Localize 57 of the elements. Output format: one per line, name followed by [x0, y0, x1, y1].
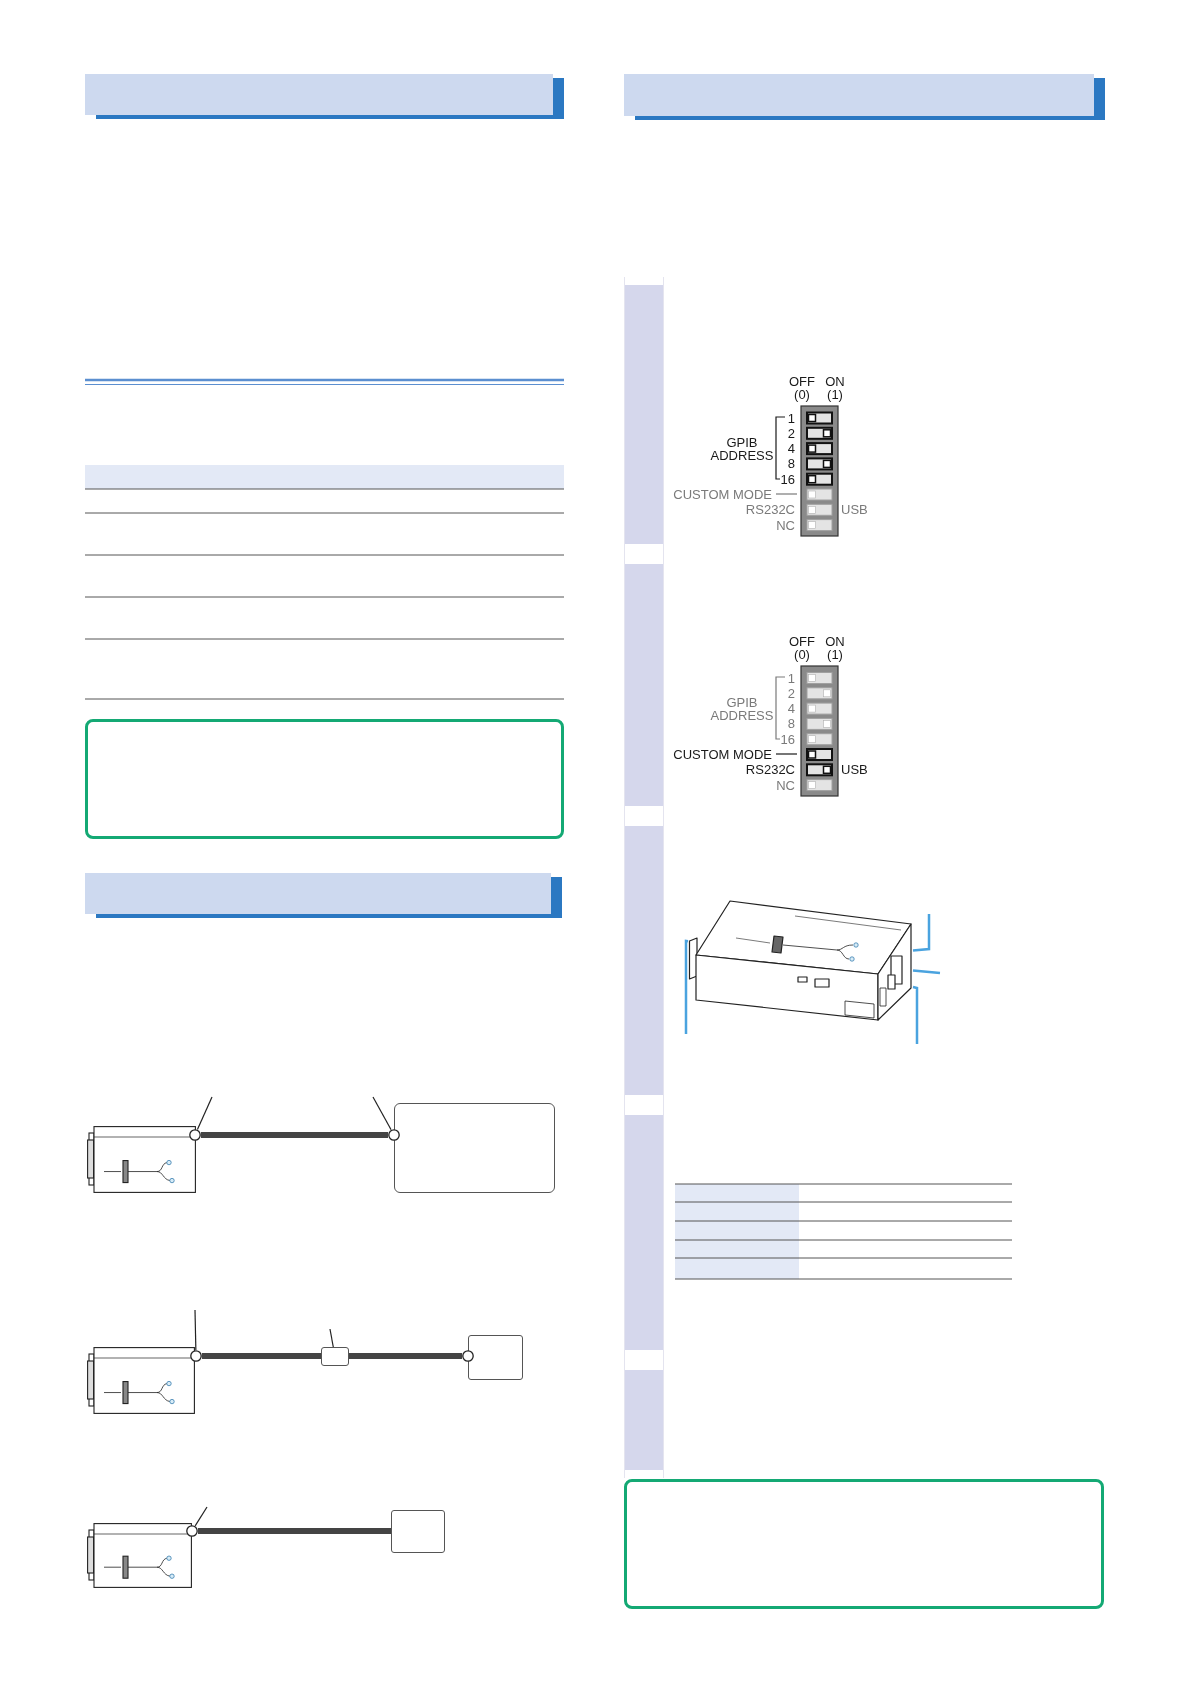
connector-port: [190, 1350, 202, 1362]
adapter-box: [321, 1347, 349, 1366]
leader-line: [912, 985, 919, 1044]
switch-label: CUSTOM MODE: [673, 747, 772, 761]
switch-position-label: ON (1): [824, 634, 846, 661]
device-illustration: [688, 899, 913, 1022]
leader-line: [912, 969, 941, 975]
connector-port: [388, 1129, 400, 1141]
device-box: [391, 1510, 445, 1553]
device-box: [468, 1335, 523, 1380]
step-bar: [625, 1115, 663, 1350]
group-label: GPIB ADDRESS: [709, 695, 775, 722]
switch-position-label: OFF (0): [788, 374, 816, 401]
address-bit-label: 4: [787, 701, 795, 715]
note-box: [624, 1479, 1104, 1609]
leader-line: [912, 914, 931, 952]
leader-line: [196, 1096, 213, 1131]
switch-label: RS232C: [745, 502, 795, 516]
address-bit-label: 1: [787, 671, 795, 685]
address-bit-label: 2: [787, 686, 795, 700]
connector-port: [186, 1525, 198, 1537]
leader-line: [329, 1328, 334, 1348]
connector-port: [189, 1129, 201, 1141]
leader-line: [194, 1309, 197, 1351]
step-bar: [625, 1370, 663, 1470]
switch-label: USB: [841, 502, 868, 516]
address-bit-label: 2: [787, 426, 795, 440]
address-bit-label: 1: [787, 411, 795, 425]
cable: [198, 1528, 391, 1534]
note-box: [85, 719, 564, 839]
device-drawing: [87, 1523, 192, 1588]
switch-position-label: OFF (0): [788, 634, 816, 661]
leader-line: [684, 939, 689, 1034]
device-box: [394, 1103, 555, 1193]
group-label: GPIB ADDRESS: [709, 435, 775, 462]
step-bar: [625, 564, 663, 806]
step-bar: [625, 285, 663, 544]
address-bit-label: 16: [780, 472, 795, 486]
switch-label: NC: [776, 778, 795, 792]
switch-label: NC: [776, 518, 795, 532]
address-bit-label: 8: [787, 456, 795, 470]
step-bar: [625, 826, 663, 1095]
switch-label: RS232C: [745, 762, 795, 776]
address-bit-label: 16: [780, 732, 795, 746]
switch-label: CUSTOM MODE: [673, 487, 772, 501]
cable: [349, 1353, 462, 1359]
leader-line: [372, 1096, 392, 1131]
connector-port: [462, 1350, 474, 1362]
leader-line: [194, 1506, 208, 1527]
switch-label: USB: [841, 762, 868, 776]
address-bit-label: 4: [787, 441, 795, 455]
cable: [201, 1132, 388, 1138]
switch-position-label: ON (1): [824, 374, 846, 401]
cable: [202, 1353, 321, 1359]
device-drawing: [87, 1347, 195, 1414]
address-bit-label: 8: [787, 716, 795, 730]
device-drawing: [87, 1126, 196, 1193]
